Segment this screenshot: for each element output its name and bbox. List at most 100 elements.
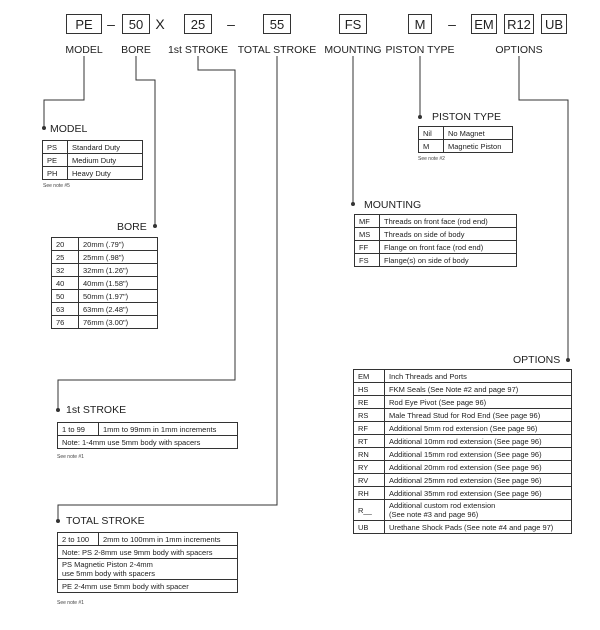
- bore-row-code: 25: [51, 250, 79, 264]
- options-row-code: RN: [353, 447, 385, 461]
- connector-model: [43, 56, 85, 128]
- options-row-desc: Additional 35mm rod extension (See page …: [384, 486, 572, 500]
- mounting-heading: MOUNTING: [364, 199, 422, 211]
- piston-row-desc: No Magnet: [443, 126, 513, 140]
- bore-row-code: 76: [51, 315, 79, 329]
- options-row-code: UB: [353, 520, 385, 534]
- total-note-row: PE 2-4mm use 5mm body with spacer: [57, 579, 238, 593]
- code-box-stroke1: 25: [184, 14, 212, 34]
- options-row-code: RE: [353, 395, 385, 409]
- connector-bore: [135, 56, 156, 226]
- bore-row-desc: 32mm (1.26"): [78, 263, 158, 277]
- mounting-row-code: MS: [354, 227, 380, 241]
- code-box-option-em: EM: [471, 14, 497, 34]
- options-row-desc: Additional 5mm rod extension (See page 9…: [384, 421, 572, 435]
- code-box-model: PE: [66, 14, 102, 34]
- options-row-code: R__: [353, 499, 385, 521]
- stroke1-note-row: Note: 1-4mm use 5mm body with spacers: [57, 435, 238, 449]
- model-row-code: PE: [42, 153, 68, 167]
- model-heading: MODEL: [50, 123, 88, 135]
- bore-row-desc: 50mm (1.97"): [78, 289, 158, 303]
- bore-row-desc: 40mm (1.58"): [78, 276, 158, 290]
- total-row-code: 2 to 100: [57, 532, 99, 546]
- bore-heading: BORE: [117, 221, 147, 233]
- options-row-desc: Inch Threads and Ports: [384, 369, 572, 383]
- total-stroke-note: See note #1: [57, 600, 84, 606]
- connector-total: [57, 56, 278, 521]
- options-row-desc: Rod Eye Pivot (See page 96): [384, 395, 572, 409]
- options-row-code: RV: [353, 473, 385, 487]
- bore-row-desc: 63mm (2.48"): [78, 302, 158, 316]
- piston-row-code: Nil: [418, 126, 444, 140]
- bore-row-code: 63: [51, 302, 79, 316]
- connector-dot-total: [56, 519, 60, 523]
- options-row-code: EM: [353, 369, 385, 383]
- bore-row-desc: 25mm (.98"): [78, 250, 158, 264]
- options-row-desc: Additional 15mm rod extension (See page …: [384, 447, 572, 461]
- options-row: R__Additional custom rod extension (See …: [353, 499, 572, 521]
- connector-stroke1: [57, 56, 236, 410]
- model-row-code: PS: [42, 140, 68, 154]
- options-heading: OPTIONS: [513, 354, 561, 366]
- bore-row-code: 20: [51, 237, 79, 251]
- connector-dot-bore: [153, 224, 157, 228]
- connector-dot-model: [42, 126, 46, 130]
- code-label-model: MODEL: [65, 44, 103, 56]
- bore-row-desc: 76mm (3.00"): [78, 315, 158, 329]
- options-row-code: RT: [353, 434, 385, 448]
- model-row-desc: Standard Duty: [67, 140, 143, 154]
- connector-dot-mounting: [351, 202, 355, 206]
- options-row-code: RS: [353, 408, 385, 422]
- total-note-text: Note: PS 2-8mm use 9mm body with spacers: [57, 545, 238, 559]
- stroke1-row-desc: 1mm to 99mm in 1mm increments: [98, 422, 238, 436]
- options-row-desc: Additional 20mm rod extension (See page …: [384, 460, 572, 474]
- code-separator: –: [448, 16, 456, 32]
- code-label-bore: BORE: [121, 44, 151, 56]
- options-row-desc: Urethane Shock Pads (See note #4 and pag…: [384, 520, 572, 534]
- options-row-code: RH: [353, 486, 385, 500]
- total-note-text: PE 2-4mm use 5mm body with spacer: [57, 579, 238, 593]
- code-label-mounting: MOUNTING: [324, 44, 382, 56]
- stroke1-note-text: Note: 1-4mm use 5mm body with spacers: [57, 435, 238, 449]
- total-note-text: PS Magnetic Piston 2-4mm use 5mm body wi…: [57, 558, 238, 580]
- code-box-piston-type: M: [408, 14, 432, 34]
- code-box-total-stroke: 55: [263, 14, 291, 34]
- code-box-bore: 50: [122, 14, 150, 34]
- mounting-row-code: MF: [354, 214, 380, 228]
- options-row-desc: Male Thread Stud for Rod End (See page 9…: [384, 408, 572, 422]
- options-row-desc: Additional 25mm rod extension (See page …: [384, 473, 572, 487]
- model-note: See note #5: [43, 183, 70, 189]
- mounting-row-desc: Flange on front face (rod end): [379, 240, 517, 254]
- mounting-row-desc: Threads on side of body: [379, 227, 517, 241]
- connector-dot-stroke1: [56, 408, 60, 412]
- code-separator: –: [227, 16, 235, 32]
- connector-options: [518, 56, 569, 360]
- options-row-desc: FKM Seals (See Note #2 and page 97): [384, 382, 572, 396]
- code-box-option-r12: R12: [504, 14, 534, 34]
